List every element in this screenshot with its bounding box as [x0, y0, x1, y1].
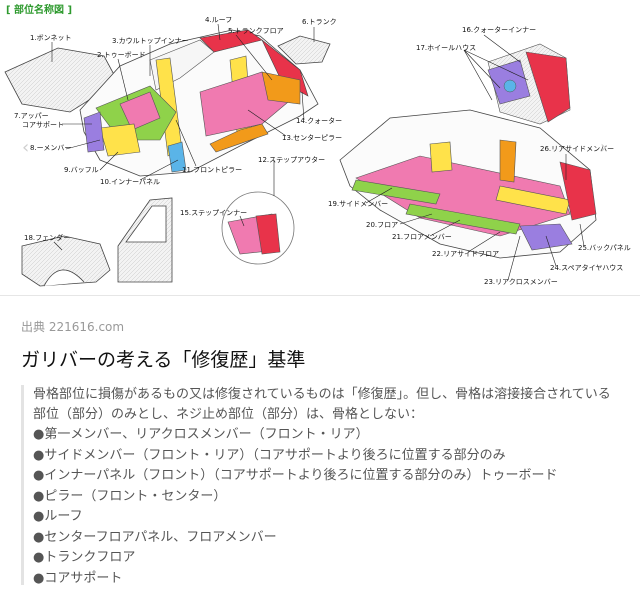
body-shell-left — [79, 29, 319, 177]
label-back-panel: 25.バックパネル — [578, 244, 631, 252]
criteria-item: ●コアサポート — [33, 570, 123, 586]
label-spare-tire-house: 24.スペアタイヤハウス — [550, 263, 623, 272]
label-center-pillar: 13.センターピラー — [282, 133, 342, 142]
inner-panel-part — [99, 123, 141, 157]
label-front-pillar: 11.フロントピラー — [182, 166, 242, 174]
criteria-item: ●第一メンバー、リアクロスメンバー（フロント・リア） — [33, 427, 369, 442]
rear-side-member-part — [559, 161, 597, 221]
trunk-lid-panel — [277, 35, 331, 65]
baffle-part — [167, 141, 187, 173]
label-toe-board: 2.トゥーボード — [97, 51, 146, 59]
criteria-item: ●ルーフ — [33, 509, 83, 524]
criteria-intro: 骨格部位に損傷があるもの又は修復されているものは「修復歴」。但し、骨格は溶接接合… — [33, 387, 611, 422]
criteria-item: ●トランクフロア — [33, 550, 136, 565]
label-wheel-house: 17.ホイールハウス — [416, 44, 476, 52]
label-floor-member: 21.フロアメンバー — [392, 233, 452, 241]
carousel-next-icon[interactable]: › — [600, 137, 608, 158]
spare-tire-part — [519, 223, 573, 251]
wheel-house-detail — [487, 43, 571, 125]
trunk-floor-part — [261, 71, 301, 105]
source-caption: 出典 221616.com — [21, 320, 125, 334]
step-inner-detail — [221, 191, 295, 265]
figure-title: [ 部位名称図 ] — [6, 5, 73, 16]
label-trunk-floor: 5.トランクフロア — [228, 27, 284, 35]
label-quarter: 14.クォーター — [296, 116, 342, 125]
body-shell-right — [339, 109, 597, 259]
label-bonnet: 1.ボンネット — [30, 34, 72, 42]
criteria-item: ●インナーパネル（フロント）（コアサポートより後ろに位置する部分のみ）トゥーボー… — [33, 468, 558, 483]
parts-diagram: 1.ボンネット 3.カウルトップインナー 4.ルーフ 5.トランクフロア 6.ト… — [0, 5, 640, 296]
label-cowl-top-inner: 3.カウルトップインナー — [112, 37, 189, 45]
parts-diagram-svg: 1.ボンネット 3.カウルトップインナー 4.ルーフ 5.トランクフロア 6.ト… — [4, 16, 631, 287]
label-rear-side-member: 26.リアサイドメンバー — [540, 145, 614, 153]
criteria-item: ●サイドメンバー（フロント・リア）（コアサポートより後ろに位置する部分のみ — [33, 447, 506, 463]
label-floor: 20.フロア — [366, 221, 398, 229]
label-rear-cross-member: 23.リアクロスメンバー — [484, 278, 558, 286]
label-upper-core-support: 7.アッパー — [14, 112, 49, 120]
criteria-item: ●ピラー（フロント・センター） — [33, 488, 227, 504]
label-quarter-inner: 16.クォーターインナー — [462, 25, 536, 34]
section-heading: ガリバーの考える「修復歴」基準 — [21, 349, 306, 371]
label-step-outer: 12.ステップアウター — [258, 155, 325, 164]
label-member: 8.ーメンバー — [30, 144, 71, 152]
floor-member-part — [405, 203, 521, 235]
carousel-prev-icon[interactable]: ‹ — [22, 137, 30, 158]
fender-panel — [21, 235, 111, 287]
label-inner-panel: 10.インナーパネル — [100, 178, 160, 186]
label-rear-side-floor: 22.リアサイドフロア — [432, 250, 499, 258]
side-member-part — [351, 179, 441, 205]
label-trunk: 6.トランク — [302, 18, 337, 26]
criteria-list: ●第一メンバー、リアクロスメンバー（フロント・リア） ●サイドメンバー（フロント… — [33, 425, 621, 589]
leader-lines — [51, 23, 585, 281]
label-step-inner: 15.ステップインナー — [180, 209, 247, 217]
label-side-member: 19.サイドメンバー — [328, 200, 388, 208]
toe-board-part — [119, 91, 161, 131]
core-support-part — [83, 111, 105, 153]
criteria-quote: 骨格部位に損傷があるもの又は修復されているものは「修復歴」。但し、骨格は溶接接合… — [21, 385, 621, 586]
criteria-item: ●センターフロアパネル、フロアメンバー — [33, 529, 277, 545]
label-baffle: 9.バッフル — [64, 166, 99, 174]
label-fender: 18.フェンダー — [24, 233, 70, 242]
step-outer-part — [209, 123, 269, 153]
label-upper-core-support-2: コアサポート — [22, 121, 64, 129]
label-roof: 4.ルーフ — [205, 16, 232, 24]
